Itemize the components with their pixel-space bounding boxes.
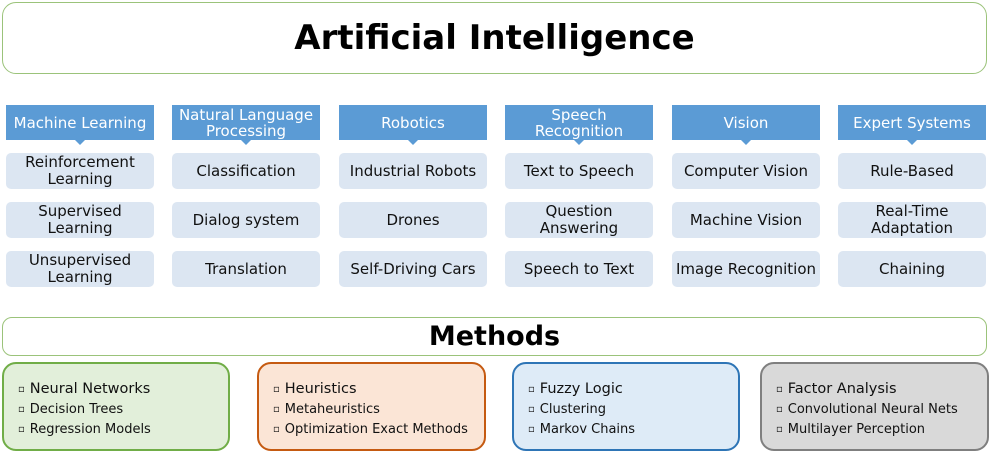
bullet-icon: ▫	[273, 384, 280, 395]
bullet-icon: ▫	[776, 384, 783, 395]
method-item: ▫Convolutional Neural Nets	[776, 402, 958, 417]
column-machine-learning: Machine Learning Reinforcement Learning …	[6, 105, 154, 300]
column-heading: Vision	[672, 105, 820, 145]
bullet-icon: ▫	[528, 404, 535, 415]
bullet-icon: ▫	[18, 424, 25, 435]
title-box: Artificial Intelligence	[2, 2, 987, 74]
method-group-2: ▫Heuristics ▫Metaheuristics ▫Optimizatio…	[257, 362, 486, 451]
methods-title: Methods	[428, 321, 561, 352]
bullet-icon: ▫	[528, 424, 535, 435]
column-item: Supervised Learning	[6, 202, 154, 238]
column-item: Computer Vision	[672, 153, 820, 189]
method-group-4: ▫Factor Analysis ▫Convolutional Neural N…	[760, 362, 989, 451]
column-item: Classification	[172, 153, 320, 189]
column-heading: Natural Language Processing	[172, 105, 320, 145]
column-heading: Robotics	[339, 105, 487, 145]
column-robotics: Robotics Industrial Robots Drones Self-D…	[339, 105, 487, 300]
bullet-icon: ▫	[776, 424, 783, 435]
method-group-1: ▫Neural Networks ▫Decision Trees ▫Regres…	[2, 362, 230, 451]
bullet-icon: ▫	[273, 404, 280, 415]
method-item: ▫Clustering	[528, 402, 607, 417]
column-item: Unsupervised Learning	[6, 251, 154, 287]
column-expert-systems: Expert Systems Rule-Based Real-Time Adap…	[838, 105, 986, 300]
bullet-icon: ▫	[528, 384, 535, 395]
column-item: Drones	[339, 202, 487, 238]
column-heading: Machine Learning	[6, 105, 154, 145]
method-item: ▫Neural Networks	[18, 381, 151, 397]
column-item: Industrial Robots	[339, 153, 487, 189]
column-item: Reinforcement Learning	[6, 153, 154, 189]
column-item: Question Answering	[505, 202, 653, 238]
method-item: ▫Heuristics	[273, 381, 357, 397]
method-item: ▫Fuzzy Logic	[528, 381, 623, 397]
column-nlp: Natural Language Processing Classificati…	[172, 105, 320, 300]
method-item: ▫Decision Trees	[18, 402, 124, 417]
column-item: Translation	[172, 251, 320, 287]
column-item: Image Recognition	[672, 251, 820, 287]
bullet-icon: ▫	[18, 384, 25, 395]
method-group-3: ▫Fuzzy Logic ▫Clustering ▫Markov Chains	[512, 362, 740, 451]
column-item: Dialog system	[172, 202, 320, 238]
bullet-icon: ▫	[273, 424, 280, 435]
method-item: ▫Factor Analysis	[776, 381, 897, 397]
methods-header: Methods	[2, 317, 987, 356]
column-item: Chaining	[838, 251, 986, 287]
method-item: ▫Metaheuristics	[273, 402, 380, 417]
page-title: Artificial Intelligence	[294, 18, 695, 58]
method-item: ▫Markov Chains	[528, 422, 636, 437]
column-vision: Vision Computer Vision Machine Vision Im…	[672, 105, 820, 300]
method-item: ▫Optimization Exact Methods	[273, 422, 468, 437]
column-item: Rule-Based	[838, 153, 986, 189]
column-item: Self-Driving Cars	[339, 251, 487, 287]
column-item: Text to Speech	[505, 153, 653, 189]
column-item: Real-Time Adaptation	[838, 202, 986, 238]
bullet-icon: ▫	[776, 404, 783, 415]
method-item: ▫Regression Models	[18, 422, 151, 437]
column-heading: Expert Systems	[838, 105, 986, 145]
column-speech-recognition: Speech Recognition Text to Speech Questi…	[505, 105, 653, 300]
column-item: Machine Vision	[672, 202, 820, 238]
bullet-icon: ▫	[18, 404, 25, 415]
column-heading: Speech Recognition	[505, 105, 653, 145]
method-item: ▫Multilayer Perception	[776, 422, 926, 437]
column-item: Speech to Text	[505, 251, 653, 287]
